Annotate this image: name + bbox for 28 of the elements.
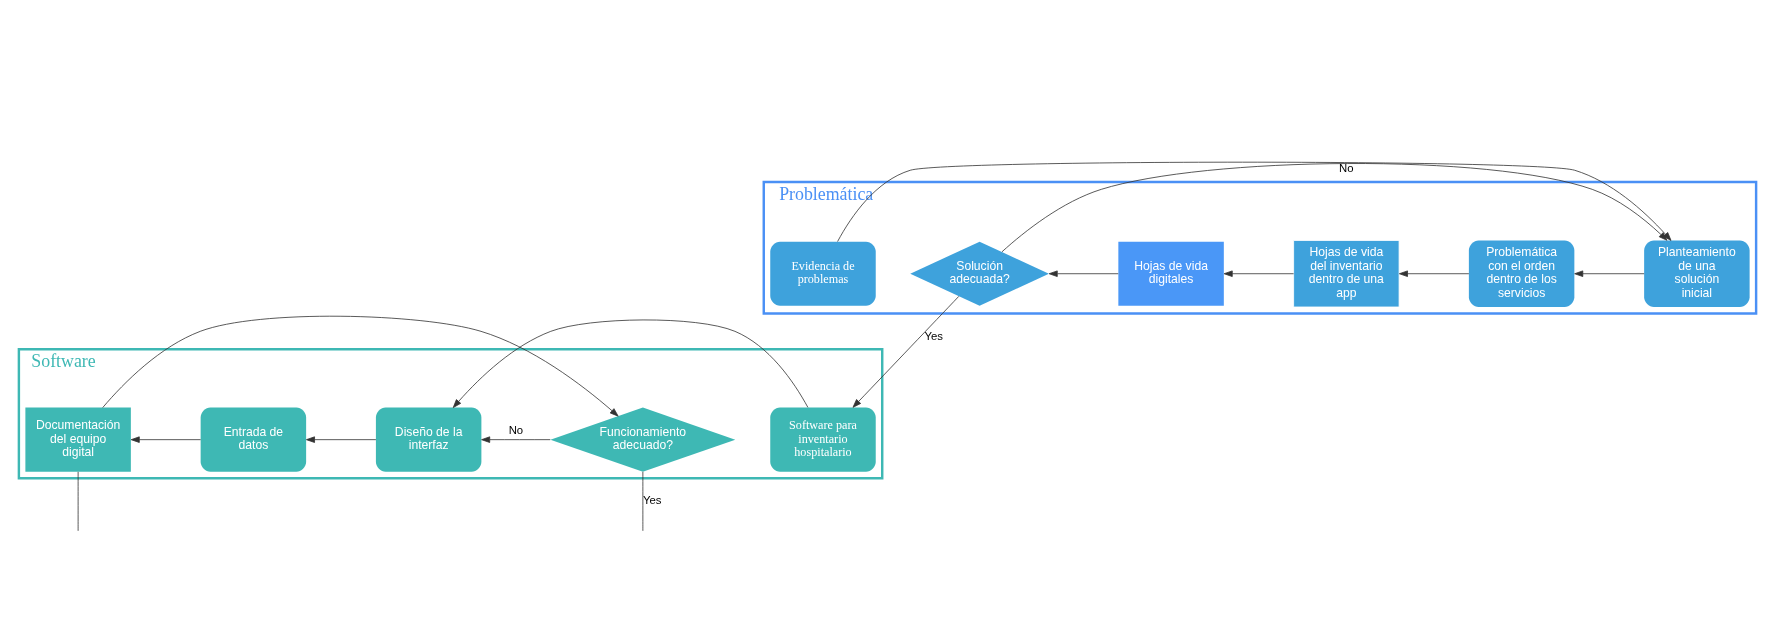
arrow	[1574, 270, 1645, 277]
node-box: Diseño de la interfaz	[375, 407, 482, 472]
node-box: Documentación del equipo digital	[25, 407, 131, 472]
arrow	[1048, 270, 1119, 277]
edge-label: No	[508, 424, 524, 437]
arrow	[452, 319, 809, 408]
node-box: Planteamiento de una solución inicial	[1644, 240, 1750, 307]
arrow	[1001, 163, 1668, 253]
edge-label: Yes	[642, 494, 662, 507]
node-box: Problemática con el orden dentro de los servicios	[1468, 240, 1575, 307]
connector	[642, 471, 644, 532]
arrow	[306, 436, 377, 443]
arrow	[481, 436, 551, 443]
node-diamond: Solución adecuada?	[910, 241, 1049, 306]
node-box: Evidencia de problemas	[770, 241, 876, 306]
arrow	[1399, 270, 1470, 277]
node-box: Entrada de datos	[200, 407, 307, 472]
arrow	[102, 315, 619, 417]
arrow	[852, 295, 960, 408]
node-box: Hojas de vida digitales	[1118, 241, 1224, 306]
arrow	[130, 436, 202, 443]
edge-label: No	[1339, 162, 1354, 175]
arrow	[837, 161, 1672, 242]
edge-label: Yes	[924, 329, 944, 342]
node-box: Hojas de vida del inventario dentro de una app	[1293, 240, 1400, 308]
connector	[77, 471, 79, 532]
arrow	[1223, 270, 1294, 277]
node-box: Software para inventario hospitalario	[770, 407, 876, 472]
